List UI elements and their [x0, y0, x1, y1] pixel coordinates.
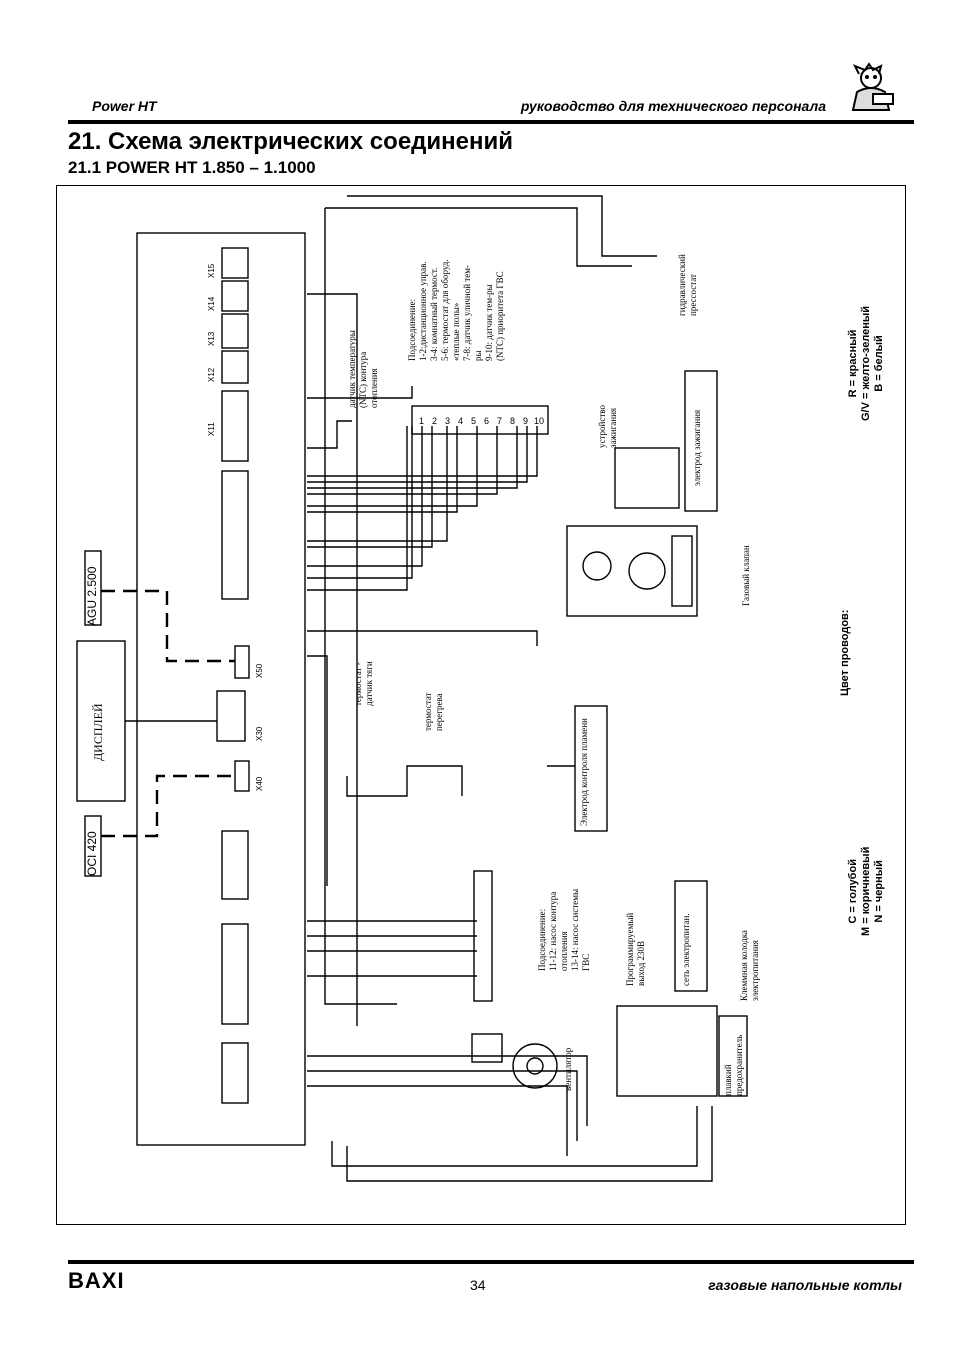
connections-top-label: Подсоединение:1-2:дистанционное управ.3-…: [407, 259, 505, 361]
header-rule: [68, 120, 914, 124]
x12-label: X12: [207, 367, 216, 382]
baxi-logo: BAXI: [68, 1268, 125, 1293]
x30-label: X30: [255, 726, 264, 741]
display-label: ДИСПЛЕЙ: [91, 703, 105, 761]
ignition-electrode-label: электрод зажигания: [692, 409, 702, 486]
header-product: Power HT: [92, 98, 157, 114]
svg-text:1: 1: [419, 416, 424, 426]
svg-text:9: 9: [523, 416, 528, 426]
control-board-outline: [136, 232, 306, 1146]
svg-text:7: 7: [497, 416, 502, 426]
svg-text:2: 2: [432, 416, 437, 426]
x50-label: X50: [255, 663, 264, 678]
footer-product-category: газовые напольные котлы: [708, 1277, 902, 1293]
header-manual-type: руководство для технического персонала: [520, 98, 826, 114]
x11-label: X11: [207, 422, 216, 436]
fan-label: вентилятор: [563, 1047, 573, 1091]
page-subtitle: 21.1 POWER HT 1.850 – 1.1000: [68, 158, 316, 177]
mascot-icon: [851, 62, 894, 111]
gas-valve-label: Газовый клапан: [741, 545, 751, 606]
page-title: 21. Схема электрических соединений: [68, 128, 513, 155]
mains-label: сеть электропитан.: [681, 913, 691, 986]
flame-electrode-label: Электрод контроля пламени: [579, 718, 589, 826]
x40-label: X40: [255, 776, 264, 791]
svg-text:4: 4: [458, 416, 463, 426]
x13-label: X13: [207, 331, 216, 346]
wiring-diagram: 123 456 789 10: [76, 195, 748, 1182]
oci-label: OCI 420: [85, 831, 99, 876]
footer-rule: [68, 1260, 914, 1264]
svg-text:8: 8: [510, 416, 515, 426]
svg-text:5: 5: [471, 416, 476, 426]
page-number: 34: [470, 1277, 486, 1293]
agu-label: AGU 2.500: [85, 566, 99, 626]
svg-text:6: 6: [484, 416, 489, 426]
legend-title: Цвет проводов:: [839, 609, 851, 696]
svg-text:3: 3: [445, 416, 450, 426]
x15-label: X15: [207, 263, 216, 278]
svg-text:10: 10: [534, 416, 544, 426]
flue-thermostat-label: термостат -датчик тяги: [353, 661, 374, 706]
x14-label: X14: [207, 296, 216, 311]
